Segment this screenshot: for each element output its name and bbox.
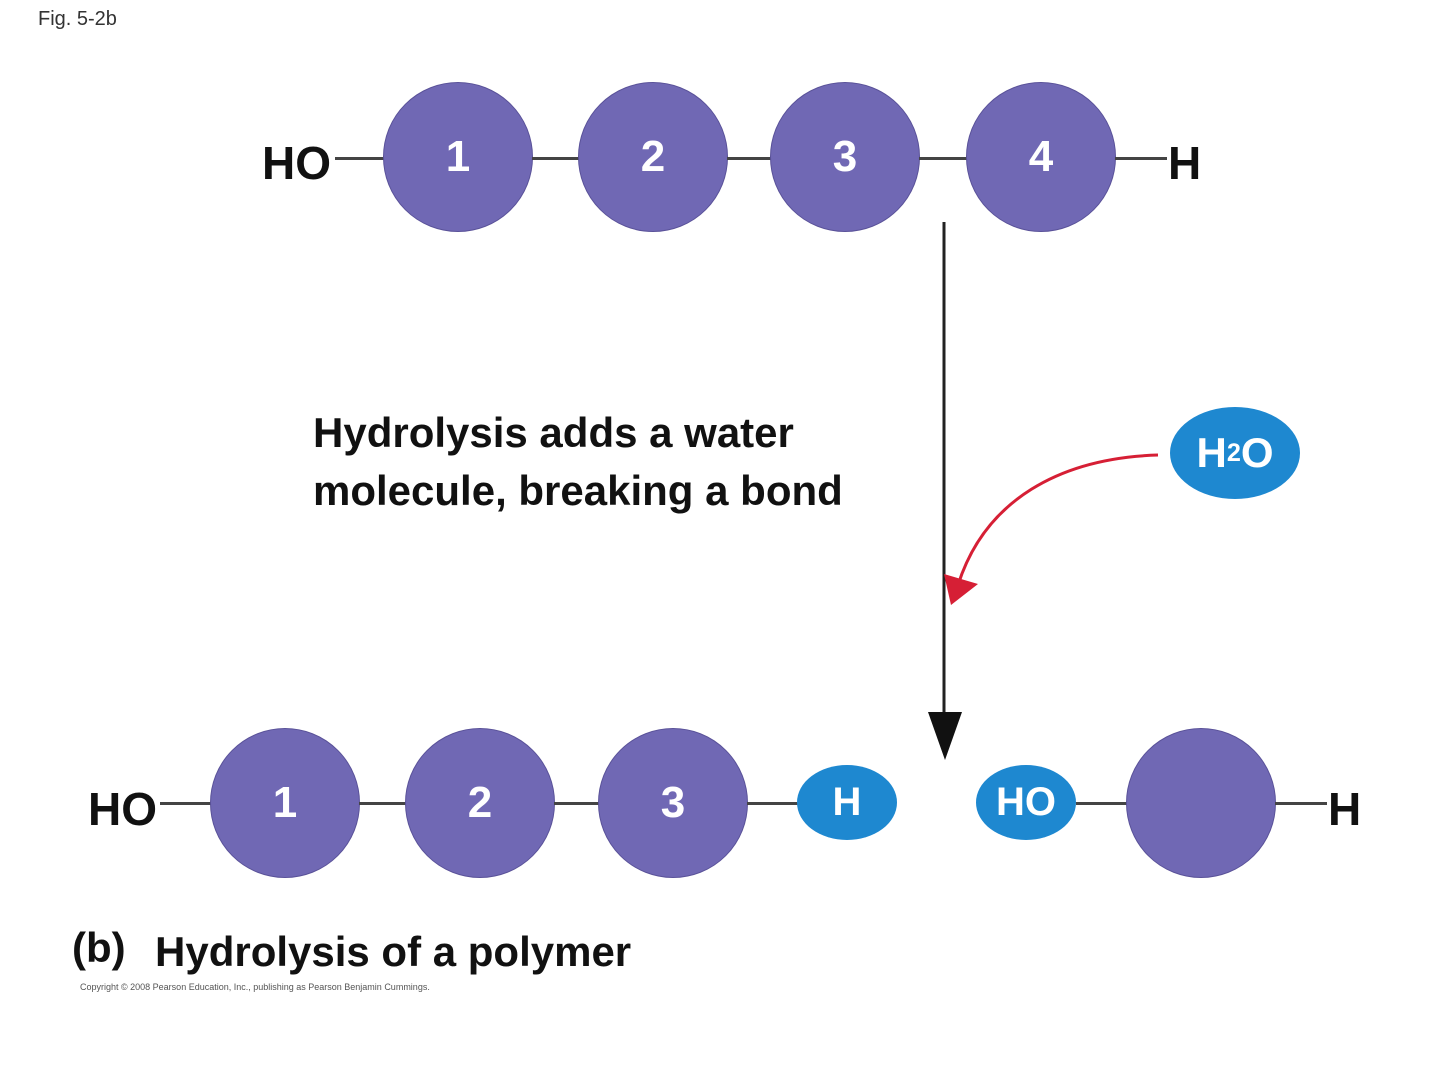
monomer-4: 4 — [966, 82, 1116, 232]
cleaved-ho-text: HO — [996, 780, 1056, 824]
water-subscript: 2 — [1226, 438, 1241, 467]
red-arrowhead-icon — [944, 574, 978, 605]
bond — [1115, 157, 1167, 160]
bond — [727, 157, 772, 160]
bond — [160, 802, 212, 805]
monomer-3-bottom: 3 — [598, 728, 748, 878]
copyright-notice: Copyright © 2008 Pearson Education, Inc.… — [80, 982, 430, 992]
monomer-number: 3 — [832, 132, 858, 181]
monomer-number: 1 — [272, 778, 298, 827]
monomer-number: 1 — [445, 132, 471, 181]
caption-line-1: Hydrolysis adds a water — [313, 409, 794, 456]
bottom-left-ho-label: HO — [88, 783, 157, 835]
caption-line-2: molecule, breaking a bond — [313, 467, 843, 514]
water-h: H — [1196, 429, 1227, 476]
monomer-number: 2 — [640, 132, 666, 181]
monomer-2-bottom: 2 — [405, 728, 555, 878]
bond — [335, 157, 385, 160]
top-right-h-label: H — [1168, 137, 1202, 189]
monomer-3: 3 — [770, 82, 920, 232]
bond — [919, 157, 969, 160]
bottom-right-h-label: H — [1328, 783, 1362, 835]
monomer-1-bottom: 1 — [210, 728, 360, 878]
bond — [747, 802, 799, 805]
monomer-2: 2 — [578, 82, 728, 232]
monomer-number: 2 — [467, 778, 493, 827]
bond — [554, 802, 600, 805]
bond — [532, 157, 580, 160]
top-left-ho-label: HO — [262, 137, 331, 189]
caption: Hydrolysis adds a water molecule, breaki… — [313, 404, 843, 520]
water-o: O — [1240, 429, 1274, 476]
free-monomer — [1126, 728, 1276, 878]
panel-letter: (b) — [72, 924, 126, 971]
figure-label: Fig. 5-2b — [38, 8, 117, 30]
bond — [1076, 802, 1128, 805]
bond — [359, 802, 407, 805]
arrow-down-icon — [928, 712, 962, 760]
bond — [1275, 802, 1327, 805]
cleaved-h-group: H — [797, 765, 897, 840]
cleaved-ho-group: HO — [976, 765, 1076, 840]
monomer-1: 1 — [383, 82, 533, 232]
monomer-number: 4 — [1028, 132, 1054, 181]
cleaved-h-text: H — [832, 780, 862, 824]
water-entry-arrow — [956, 453, 1159, 586]
monomer-number: 3 — [660, 778, 686, 827]
panel-title: Hydrolysis of a polymer — [155, 928, 632, 975]
